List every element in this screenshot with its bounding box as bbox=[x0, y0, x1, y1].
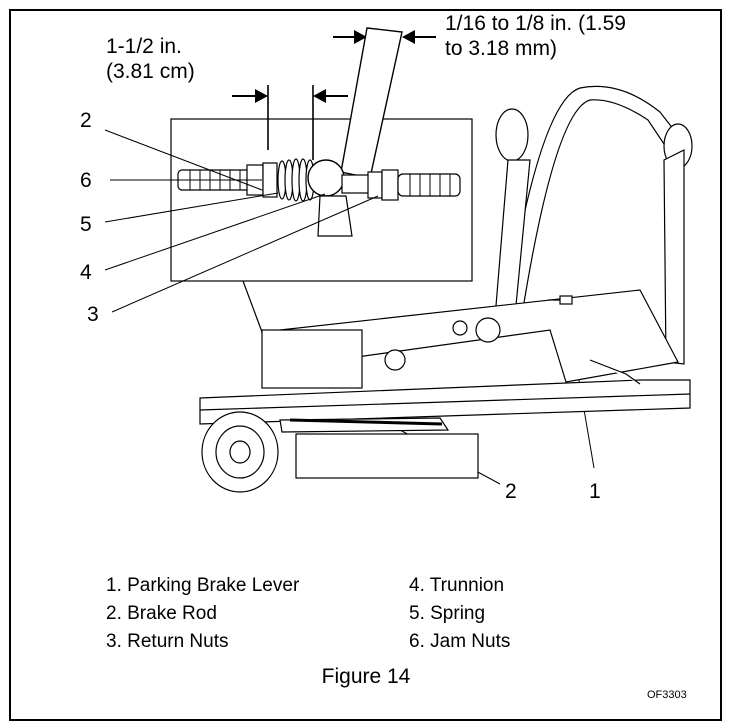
dim-label-gap-line1: 1/16 to 1/8 in. (1.59 bbox=[445, 12, 626, 35]
callout-2-inset: 2 bbox=[80, 109, 92, 132]
callout-4: 4 bbox=[80, 261, 92, 284]
figure-caption: Figure 14 bbox=[321, 665, 411, 688]
legend-item-4: 4. Trunnion bbox=[409, 575, 505, 596]
inset-box bbox=[170, 118, 473, 282]
inset-rod bbox=[177, 158, 461, 237]
legend-item-6: 6. Jam Nuts bbox=[409, 631, 511, 652]
callout-6: 6 bbox=[80, 169, 92, 192]
brake-rod bbox=[289, 418, 443, 426]
callout-2-main: 2 bbox=[505, 480, 517, 503]
inset-lever bbox=[340, 27, 403, 179]
dim-label-1-1-2-line2: (3.81 cm) bbox=[106, 60, 195, 83]
legend-item-1: 1. Parking Brake Lever bbox=[106, 575, 300, 596]
callout-1: 1 bbox=[589, 480, 601, 503]
legend-item-2: 2. Brake Rod bbox=[106, 603, 217, 624]
callout-5: 5 bbox=[80, 213, 92, 236]
dim-label-gap-line2: to 3.18 mm) bbox=[445, 37, 558, 60]
inset-connector bbox=[242, 280, 263, 333]
figure-code: OF3303 bbox=[647, 689, 687, 701]
callout-3: 3 bbox=[87, 303, 99, 326]
legend-item-5: 5. Spring bbox=[409, 603, 486, 624]
legend-item-3: 3. Return Nuts bbox=[106, 631, 229, 652]
dim-label-1-1-2-line1: 1-1/2 in. bbox=[106, 35, 182, 58]
main-assembly bbox=[199, 85, 693, 493]
